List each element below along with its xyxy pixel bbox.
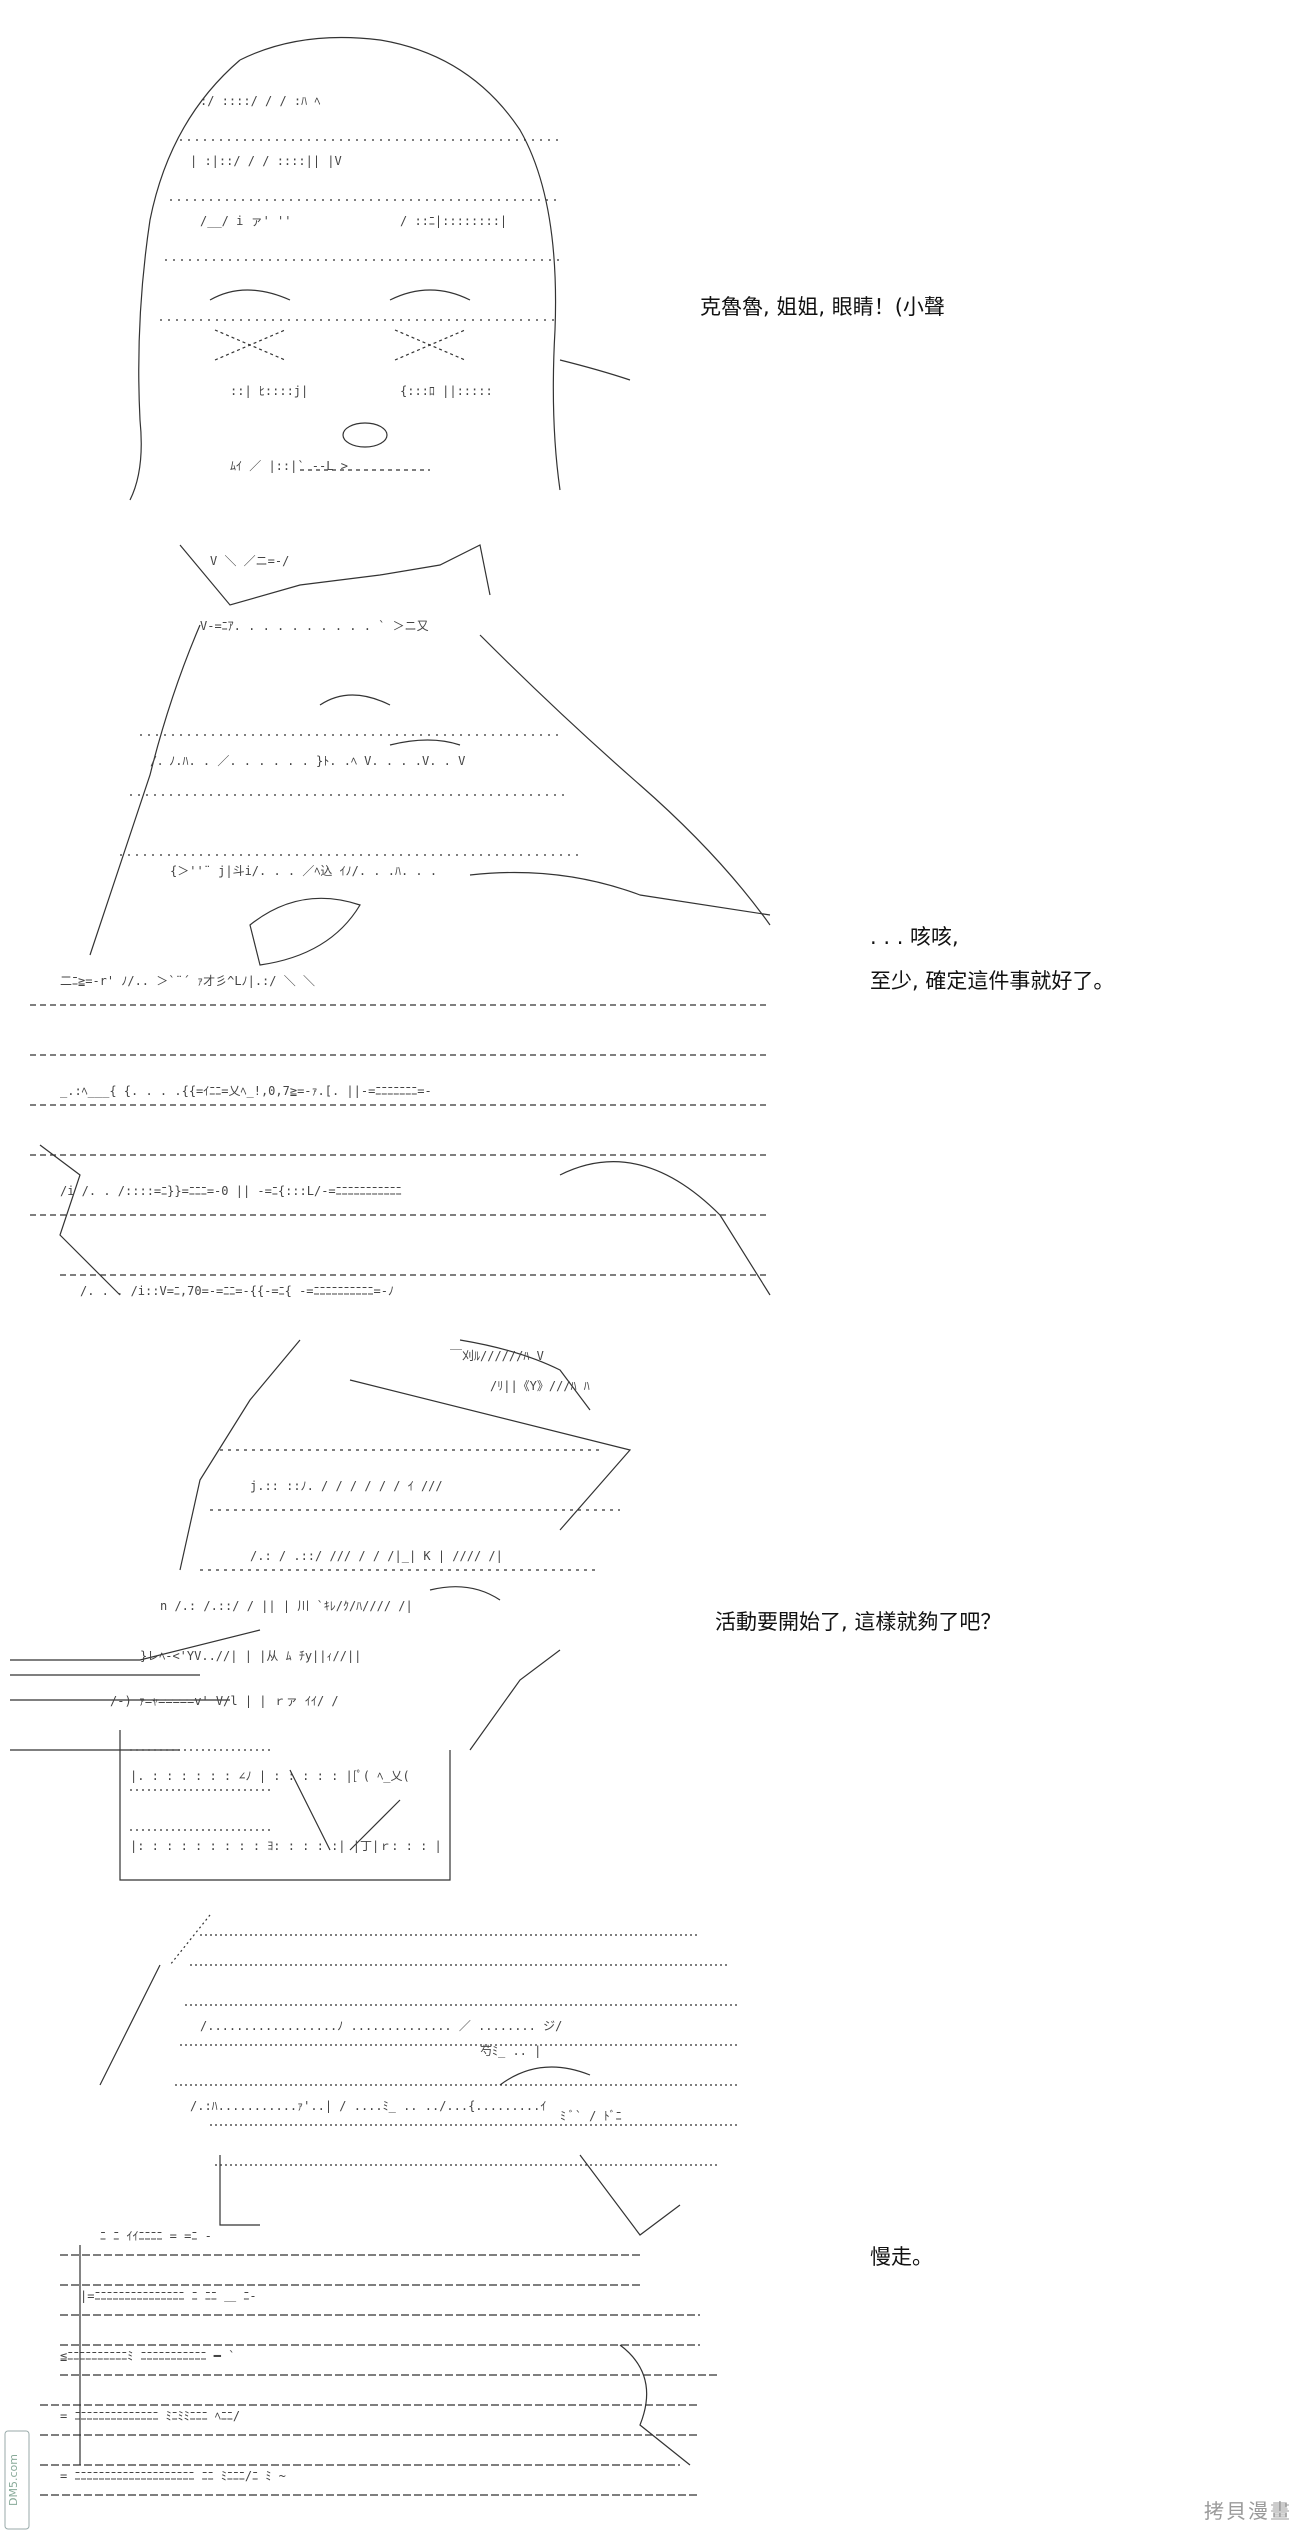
svg-text:= ﾆﾆﾆﾆﾆﾆﾆﾆﾆﾆﾆﾆﾆﾆ ﾐﾆﾐﾐﾆﾆﾆ ﾍﾆﾆ/: = ﾆﾆﾆﾆﾆﾆﾆﾆﾆﾆﾆﾆﾆﾆ ﾐﾆﾐﾐﾆﾆﾆ ﾍﾆﾆ/ xyxy=(60,2409,240,2423)
svg-text:ﾐ ﾞ` / ﾄﾞﾆ: ﾐ ﾞ` / ﾄﾞﾆ xyxy=(560,2109,622,2123)
dialogue-panel-4: 慢走。 xyxy=(870,2235,933,2279)
svg-text:_.:ﾍ___{ {. . . .{{=ｲﾆﾆ=乂ﾍ_!: _.:ﾍ___{ {. . . .{{=ｲﾆﾆ=乂ﾍ_!,0,7≧=-ｧ.[. … xyxy=(60,1084,432,1098)
svg-text:V-=ﾆｱ. . . . . . . . . . ` ＞ニ: V-=ﾆｱ. . . . . . . . . . ` ＞ニ又 xyxy=(200,619,429,633)
svg-text:≦ﾆﾆﾆﾆﾆﾆﾆﾆﾆﾆﾐ ﾆﾆﾆﾆﾆﾆﾆﾆﾆﾆﾆ ━ `: ≦ﾆﾆﾆﾆﾆﾆﾆﾆﾆﾆﾐ ﾆﾆﾆﾆﾆﾆﾆﾆﾆﾆﾆ ━ ` xyxy=(60,2349,235,2363)
ascii-art-girl-face: :/ ::::/ / / :ﾊ ﾍ | :|::/ / / ::::|| |V … xyxy=(129,36,631,501)
dialogue-panel-2: . . . 咳咳, 至少, 確定這件事就好了。 xyxy=(870,915,1114,1003)
dialogue-line: 活動要開始了, 這樣就夠了吧？ xyxy=(715,1610,1002,1634)
svg-text:/.:ﾊ...........ｧ'..| / ....ﾐ_: /.:ﾊ...........ｧ'..| / ....ﾐ_ .. ../...{… xyxy=(190,2099,546,2113)
svg-text:j.:: ::ﾉ. / / / / / / ｲ ///: j.:: ::ﾉ. / / / / / / ｲ /// xyxy=(250,1479,443,1493)
svg-text:n /.: /.::/ / || | 川 `ｷﾚ/ｸ/ﾊ: n /.: /.::/ / || | 川 `ｷﾚ/ｸ/ﾊ//// /| xyxy=(160,1599,413,1613)
dialogue-line: 克魯魯, 姐姐, 眼睛！(小聲 xyxy=(700,295,945,319)
svg-text:/-) ｧ=ｬ=====v' V/l | | ｒァ: /-) ｧ=ｬ=====v' V/l | | ｒァ ｲｲ/ / xyxy=(110,1694,339,1708)
svg-text:ﾑｲ ／ |::|` --L >: ﾑｲ ／ |::|` --L > xyxy=(230,459,348,473)
svg-text::/ ::::/ / / :ﾊ ﾍ: :/ ::::/ / / :ﾊ ﾍ xyxy=(200,94,320,108)
svg-text:/..................ﾉ .........: /..................ﾉ .............. ／ ..… xyxy=(200,2019,562,2033)
svg-text:{＞''¨ j|斗i/. . . ／ﾍ込 ｲﾉ/. .: {＞''¨ j|斗i/. . . ／ﾍ込 ｲﾉ/. . .ﾊ. . . xyxy=(170,864,437,878)
svg-text:/．ﾉ.ﾊ. . ／. . . . . . }ﾄ. .ﾍ V: /．ﾉ.ﾊ. . ／. . . . . . }ﾄ. .ﾍ V. . . .V. … xyxy=(150,754,465,768)
dm5-logo-watermark: DM5.com xyxy=(4,2430,30,2530)
svg-text:二ﾆ≧=-r' ﾉ/.. ＞`¨´ ｧ才彡^Lﾉ|.: 二ﾆ≧=-r' ﾉ/.. ＞`¨´ ｧ才彡^Lﾉ|.:/ ＼ ＼ xyxy=(60,974,315,988)
ascii-art-girl-with-microphone: ￣刈ﾙ//////ﾊ V /ﾘ||《Y》///ﾊ ﾊ j.:: ::ﾉ. / /… xyxy=(10,1339,632,1881)
site-watermark: 拷貝漫畫 xyxy=(1204,2499,1292,2523)
dialogue-panel-3: 活動要開始了, 這樣就夠了吧？ xyxy=(715,1600,1001,1644)
svg-text:/i /. . /::::=ﾆ}}=ﾆﾆﾆ=-0 || -=: /i /. . /::::=ﾆ}}=ﾆﾆﾆ=-0 || -=ﾆ{:::L/-=ﾆ… xyxy=(60,1184,402,1198)
ascii-art-girl-with-fan: V ＼ ／ニ=-/ V-=ﾆｱ. . . . . . . . . . ` ＞ニ又… xyxy=(30,544,771,1298)
svg-text:￣刈ﾙ//////ﾊ V: ￣刈ﾙ//////ﾊ V xyxy=(450,1349,544,1363)
svg-text:| :|::/ / / ::::|| |V: | :|::/ / / ::::|| |V xyxy=(190,154,342,168)
panel-4: /..................ﾉ .............. ／ ..… xyxy=(0,1905,1300,2530)
svg-text:芍ﾐ_ .. |: 芍ﾐ_ .. | xyxy=(480,2044,541,2058)
svg-text:::| ﾋ::::j|: ::| ﾋ::::j| xyxy=(230,384,308,398)
dialogue-line: . . . 咳咳, xyxy=(870,925,959,949)
svg-text:|: : : : : : : : : ﾖ: : : : :|: |: : : : : : : : : ﾖ: : : : :| |丁|ｒ: : :… xyxy=(130,1839,442,1853)
panel-1: :/ ::::/ / / :ﾊ ﾍ | :|::/ / / ::::|| |V … xyxy=(0,0,1300,520)
panel-2: V ＼ ／ニ=-/ V-=ﾆｱ. . . . . . . . . . ` ＞ニ又… xyxy=(0,535,1300,1315)
svg-text:/ﾘ||《Y》///ﾊ ﾊ: /ﾘ||《Y》///ﾊ ﾊ xyxy=(490,1379,590,1393)
svg-text:/. . . /i::V=ﾆ,70=-=ﾆﾆ=-{{-=ﾆ{: /. . . /i::V=ﾆ,70=-=ﾆﾆ=-{{-=ﾆ{ -=ﾆﾆﾆﾆﾆﾆﾆ… xyxy=(80,1284,394,1298)
svg-text:|. : : : : : : ∠ﾉ | : : : : :: |. : : : : : : ∠ﾉ | : : : : : |[ﾟ( ﾍ_乂( xyxy=(130,1769,410,1783)
dialogue-line: 至少, 確定這件事就好了。 xyxy=(870,969,1115,993)
svg-text:/ ::ﾆ|::::::::|: / ::ﾆ|::::::::| xyxy=(400,214,507,228)
svg-text:V ＼ ／ニ=-/: V ＼ ／ニ=-/ xyxy=(210,554,289,568)
ascii-art-girl-lying-on-table: /..................ﾉ .............. ／ ..… xyxy=(40,1914,740,2496)
svg-text:}レﾍ-<'YV..//| | |从 ﾑ ﾁy||: }レﾍ-<'YV..//| | |从 ﾑ ﾁy||ｨ//|| xyxy=(140,1649,361,1663)
svg-text:= ﾆﾆﾆﾆﾆﾆﾆﾆﾆﾆﾆﾆﾆﾆﾆﾆﾆﾆﾆﾆ ﾆﾆ ﾐﾆﾆﾆ: = ﾆﾆﾆﾆﾆﾆﾆﾆﾆﾆﾆﾆﾆﾆﾆﾆﾆﾆﾆﾆ ﾆﾆ ﾐﾆﾆﾆ/ﾆ ﾐ ~ xyxy=(60,2469,286,2483)
svg-text:/__/ i ァ' '': /__/ i ァ' '' xyxy=(200,214,291,228)
panel-3: ￣刈ﾙ//////ﾊ V /ﾘ||《Y》///ﾊ ﾊ j.:: ::ﾉ. / /… xyxy=(0,1330,1300,1900)
logo-text: DM5.com xyxy=(7,2454,20,2506)
svg-text:{:::ﾛ ||:::::: {:::ﾛ ||::::: xyxy=(400,384,493,398)
dialogue-panel-1: 克魯魯, 姐姐, 眼睛！(小聲 xyxy=(700,285,945,329)
svg-text:/.: / .::/ /// / / /|_| K |: /.: / .::/ /// / / /|_| K | //// /| xyxy=(250,1549,503,1563)
svg-text:ﾆ ﾆ ｲｲﾆﾆﾆﾆ = =ﾆ -: ﾆ ﾆ ｲｲﾆﾆﾆﾆ = =ﾆ - xyxy=(100,2229,212,2243)
dialogue-line: 慢走。 xyxy=(870,2245,933,2269)
svg-text:|=ﾆﾆﾆﾆﾆﾆﾆﾆﾆﾆﾆﾆﾆﾆﾆ ﾆ ﾆﾆ ＿ ﾆ-: |=ﾆﾆﾆﾆﾆﾆﾆﾆﾆﾆﾆﾆﾆﾆﾆ ﾆ ﾆﾆ ＿ ﾆ- xyxy=(80,2289,257,2303)
